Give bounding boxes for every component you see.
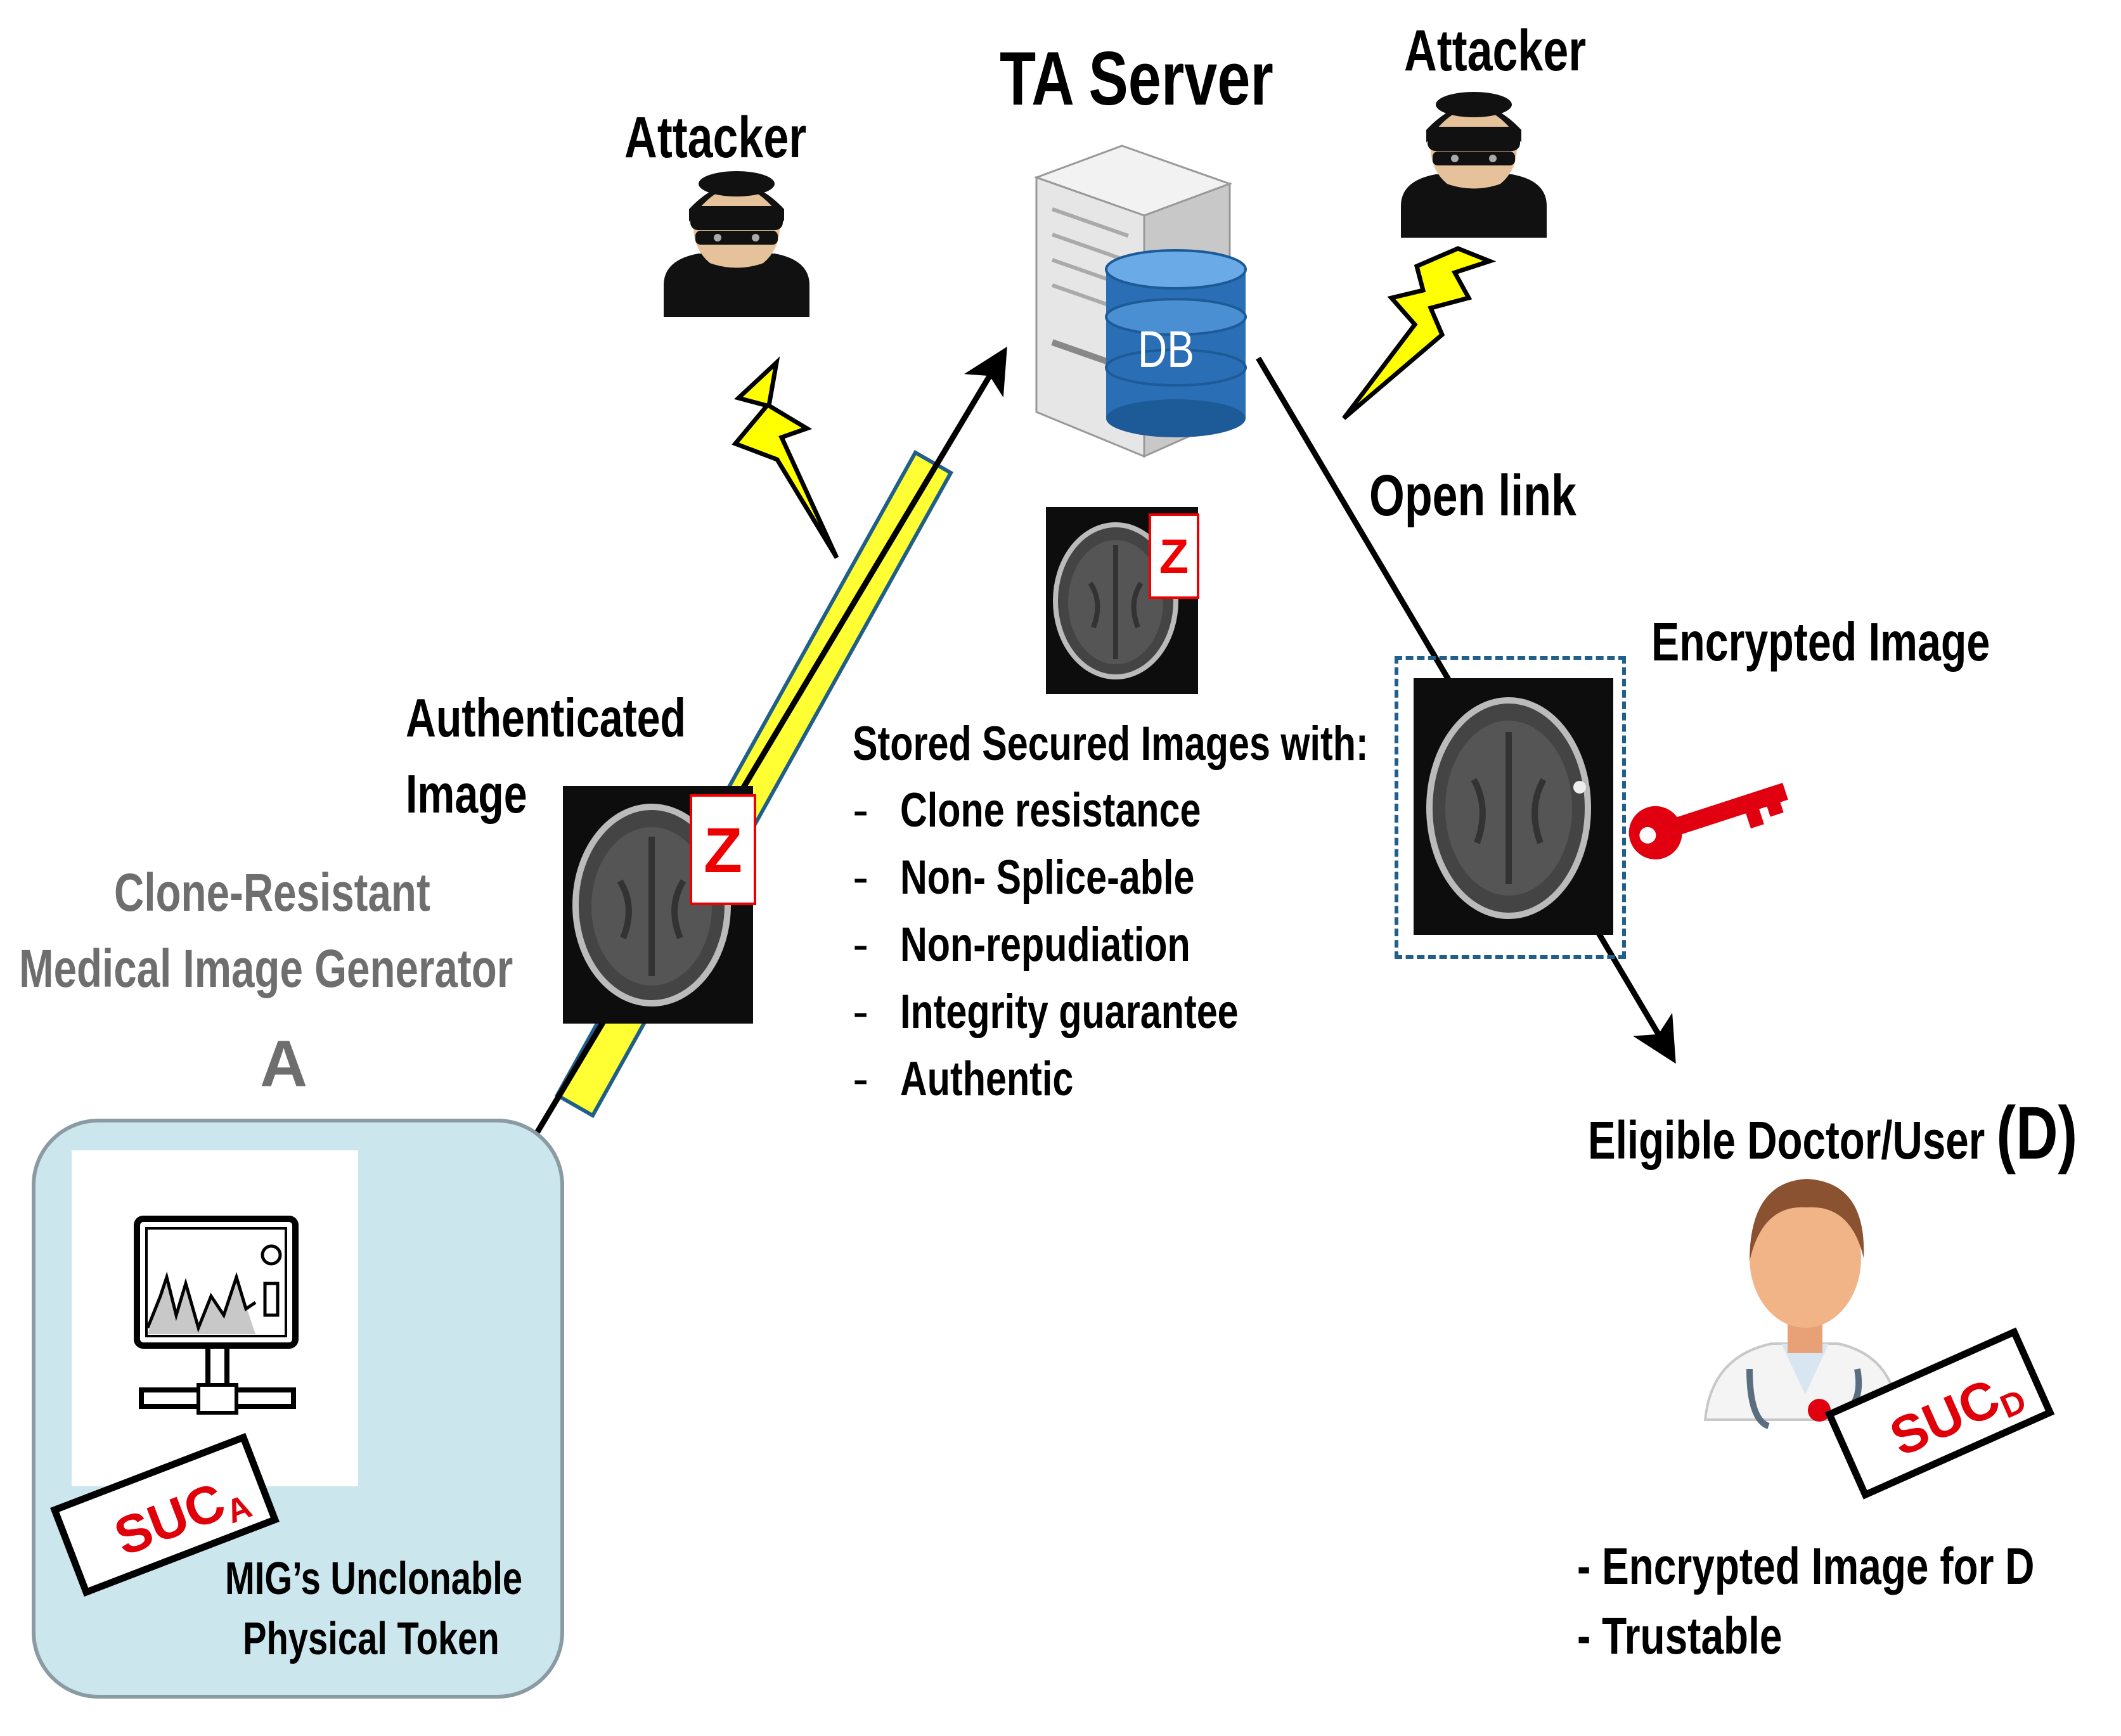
monitor-card: [72, 1150, 358, 1486]
bullet-dash: -: [853, 783, 869, 837]
encrypted-image-label: Encrypted Image: [1651, 612, 1990, 672]
brain-scan-image: [1414, 678, 1613, 935]
property-text: Authentic: [900, 1052, 1074, 1106]
lightning-icon: [732, 356, 839, 559]
z-mark-text: Z: [1159, 530, 1189, 584]
open-link-label: Open link: [1369, 463, 1576, 528]
doctor-title: Eligible Doctor/User (D): [1588, 1090, 2077, 1176]
bullet-dash: -: [853, 851, 869, 904]
bullet-dash: -: [853, 985, 869, 1039]
doctor-property: - Encrypted Image for D: [1577, 1538, 2035, 1595]
lightning-icon: [1342, 246, 1497, 420]
attacker-left-label: Attacker: [624, 105, 807, 170]
property-text: Non- Splice-able: [900, 851, 1195, 904]
key-icon: [1628, 783, 1788, 859]
token-label-1: MIG’s Unclonable: [225, 1553, 523, 1604]
token-label-2: Physical Token: [243, 1614, 500, 1664]
brain-scan-image: [1046, 507, 1198, 694]
z-mark-text: Z: [703, 815, 743, 886]
authenticated-image-label-1: Authenticated: [406, 688, 687, 749]
attacker-right-label: Attacker: [1404, 18, 1587, 83]
attacker-icon: [664, 171, 809, 317]
ta-server-title: TA Server: [1000, 36, 1273, 121]
generator-letter: A: [260, 1027, 308, 1101]
doctor-icon: [1703, 1179, 1900, 1429]
generator-label-2: Medical Image Generator: [19, 939, 513, 998]
generator-label-1: Clone-Resistant: [114, 863, 430, 922]
database-icon: [1105, 249, 1247, 437]
doctor-property: - Trustable: [1577, 1607, 1783, 1665]
property-text: Non-repudiation: [900, 918, 1190, 972]
stored-images-title: Stored Secured Images with:: [853, 717, 1369, 771]
property-text: Integrity guarantee: [900, 985, 1239, 1039]
doctor-title-text: Eligible Doctor/User: [1588, 1110, 1985, 1170]
doctor-letter: (D): [1996, 1091, 2078, 1175]
db-label: DB: [1138, 321, 1194, 378]
authentication-mark: Z: [690, 794, 756, 905]
encrypted-image-frame: [1395, 656, 1626, 959]
bullet-dash: -: [853, 1052, 869, 1106]
monitor-icon: [134, 1216, 299, 1415]
authenticated-image-label-2: Image: [406, 764, 527, 825]
authentication-mark: Z: [1149, 513, 1199, 599]
attacker-icon: [1401, 92, 1547, 238]
property-text: Clone resistance: [900, 783, 1201, 837]
bullet-dash: -: [853, 918, 869, 972]
